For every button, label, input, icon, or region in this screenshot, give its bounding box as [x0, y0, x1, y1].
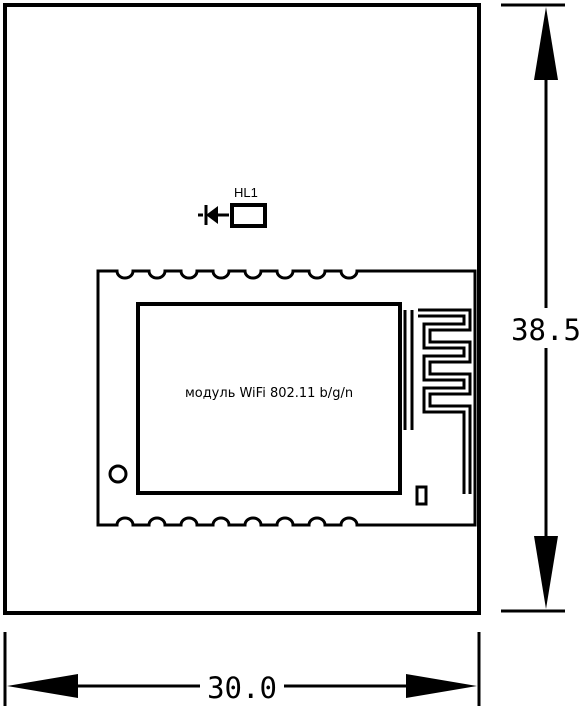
- arrow-up-icon: [534, 7, 558, 80]
- module-outline: [96, 269, 477, 527]
- module-shield: [136, 302, 402, 495]
- width-label: 30.0: [207, 671, 277, 705]
- height-label: 38.5: [511, 313, 581, 347]
- diode-symbol-icon: [198, 205, 229, 225]
- wifi-module: модуль WiFi 802.11 b/g/n: [96, 269, 477, 527]
- pin1-marker: [108, 464, 128, 484]
- led-ref-label: HL1: [234, 185, 258, 200]
- arrow-down-icon: [534, 536, 558, 609]
- antenna-feed: [403, 310, 414, 430]
- module-small-pad: [415, 485, 428, 506]
- module-label: модуль WiFi 802.11 b/g/n: [185, 386, 353, 401]
- board-outline: [3, 3, 481, 615]
- led-hl1: HL1: [198, 185, 267, 228]
- width-dimension: 30.0: [3, 632, 481, 706]
- led-pad: [230, 203, 267, 228]
- arrow-right-icon: [406, 674, 477, 698]
- arrow-left-icon: [7, 674, 78, 698]
- meander-antenna-icon: [418, 308, 472, 494]
- height-dimension: 38.5: [501, 3, 582, 613]
